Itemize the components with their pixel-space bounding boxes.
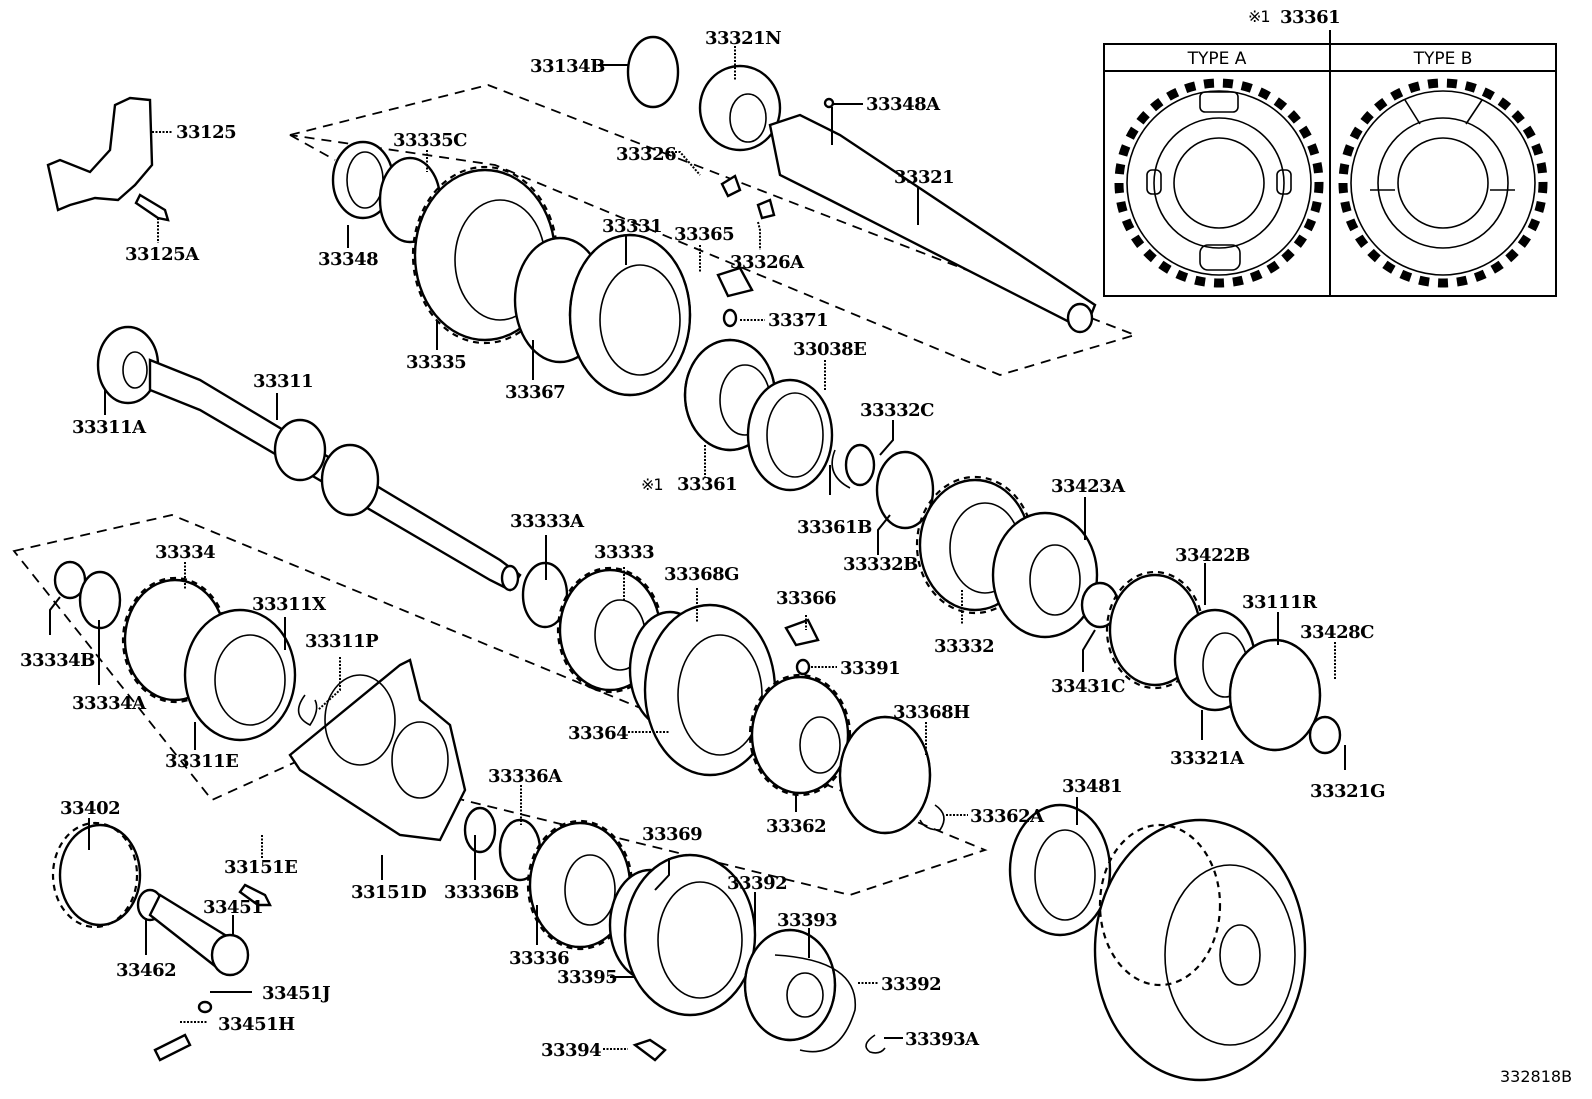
part-label[interactable]: 33331 xyxy=(602,216,663,237)
part-label[interactable]: 33332C xyxy=(860,400,935,421)
part-label[interactable]: 33334A xyxy=(72,693,148,714)
part-label[interactable]: 33451H xyxy=(218,1014,296,1035)
part-label[interactable]: 33311X xyxy=(252,594,327,615)
part-label[interactable]: 33151D xyxy=(351,882,427,903)
part-label[interactable]: 33392 xyxy=(881,974,942,995)
part-label[interactable]: 33326A xyxy=(730,252,806,273)
part-label[interactable]: 33334 xyxy=(155,542,216,563)
part-labels: 33125 33125A 33134B 33321N 33348A 33326 … xyxy=(20,28,1386,1061)
differential-bearing-part xyxy=(1008,803,1112,937)
part-label[interactable]: 33332 xyxy=(934,636,995,657)
part-label[interactable]: 33321N xyxy=(705,28,782,49)
part-label[interactable]: 33451J xyxy=(262,983,331,1004)
part-label[interactable]: 33336A xyxy=(488,766,564,787)
oil-receiver-part xyxy=(626,35,680,109)
part-label[interactable]: 33134B xyxy=(530,56,606,77)
bearing-part xyxy=(698,64,782,152)
part-label[interactable]: 33368G xyxy=(664,564,740,585)
part-label[interactable]: 33371 xyxy=(768,310,829,331)
synchronizer-ring-type-inset: TYPE A TYPE B ※1 33361 xyxy=(1103,7,1557,297)
part-label[interactable]: 33392 xyxy=(727,873,788,894)
part-label[interactable]: 33391 xyxy=(840,658,901,679)
group-outline-upper-left xyxy=(289,134,336,161)
part-label[interactable]: 33393 xyxy=(777,910,838,931)
part-label[interactable]: 33348A xyxy=(866,94,942,115)
shifting-key-part-2 xyxy=(784,618,820,647)
part-label[interactable]: 33428C xyxy=(1300,622,1375,643)
type-b-label: TYPE B xyxy=(1413,49,1473,69)
part-label[interactable]: 33431C xyxy=(1051,676,1126,697)
part-label[interactable]: 33336 xyxy=(509,948,570,969)
group-outline-upper xyxy=(289,84,1138,376)
part-label[interactable]: 33393A xyxy=(905,1029,981,1050)
part-label[interactable]: 33364 xyxy=(568,723,629,744)
part-label[interactable]: 33366 xyxy=(776,588,837,609)
spring-part-2 xyxy=(795,658,811,676)
part-label[interactable]: 33361 xyxy=(677,474,738,495)
part-label[interactable]: 33321A xyxy=(1170,748,1246,769)
part-label[interactable]: 33402 xyxy=(60,798,121,819)
part-label-prefix: ※1 xyxy=(641,475,663,494)
part-label[interactable]: 33111R xyxy=(1242,592,1319,613)
part-label[interactable]: 33348 xyxy=(318,249,379,270)
part-label[interactable]: 33326 xyxy=(616,144,677,165)
part-label[interactable]: 33462 xyxy=(116,960,177,981)
part-label[interactable]: 33311P xyxy=(305,631,380,652)
part-label[interactable]: 33365 xyxy=(674,224,735,245)
part-label[interactable]: 33395 xyxy=(557,967,618,988)
part-label[interactable]: 33336B xyxy=(444,882,520,903)
bolt-part xyxy=(134,193,170,222)
output-shaft-part xyxy=(768,113,1097,332)
part-label[interactable]: 33368H xyxy=(893,702,971,723)
part-label[interactable]: 33332B xyxy=(843,554,919,575)
part-label[interactable]: 33151E xyxy=(224,857,298,878)
part-label[interactable]: 33038E xyxy=(793,339,867,360)
inset-callout-part: 33361 xyxy=(1280,7,1340,28)
part-label[interactable]: 33125A xyxy=(125,244,201,265)
part-label[interactable]: 33311E xyxy=(165,751,239,772)
differential-ring-gear-part xyxy=(1093,818,1307,1082)
synchronizer-ring-type-b xyxy=(1338,78,1548,288)
part-label[interactable]: 33334B xyxy=(20,650,96,671)
inset-callout-mark: ※1 xyxy=(1248,7,1270,26)
drawing-number: 332818B xyxy=(1500,1067,1572,1086)
part-label[interactable]: 33422B xyxy=(1175,545,1251,566)
part-label[interactable]: 33361B xyxy=(797,517,873,538)
part-label[interactable]: 33335 xyxy=(406,352,467,373)
part-label[interactable]: 33362A xyxy=(970,806,1046,827)
part-label[interactable]: 33369 xyxy=(642,824,703,845)
bracket-part xyxy=(46,96,154,212)
group-outline-lower xyxy=(12,514,988,896)
part-label[interactable]: 33367 xyxy=(505,382,566,403)
gasket-part xyxy=(288,658,467,842)
part-label[interactable]: 33125 xyxy=(176,122,237,143)
part-label[interactable]: 33394 xyxy=(541,1040,602,1061)
part-label[interactable]: 33423A xyxy=(1051,476,1127,497)
leader-lines xyxy=(49,46,1346,1050)
synchronizer-ring-type-a xyxy=(1114,78,1324,288)
part-label[interactable]: 33321 xyxy=(894,167,955,188)
part-label[interactable]: 33333A xyxy=(510,511,586,532)
part-label[interactable]: 33321G xyxy=(1310,781,1386,802)
shifting-key-part xyxy=(716,266,754,298)
spring-part xyxy=(722,308,738,328)
part-label[interactable]: 33335C xyxy=(393,130,468,151)
part-label[interactable]: 33333 xyxy=(594,542,655,563)
type-a-label: TYPE A xyxy=(1187,49,1247,69)
part-label[interactable]: 33311A xyxy=(72,417,148,438)
part-label[interactable]: 33311 xyxy=(253,371,314,392)
part-label[interactable]: 33451 xyxy=(203,897,264,918)
part-label[interactable]: 33481 xyxy=(1062,776,1123,797)
part-label[interactable]: 33362 xyxy=(766,816,827,837)
